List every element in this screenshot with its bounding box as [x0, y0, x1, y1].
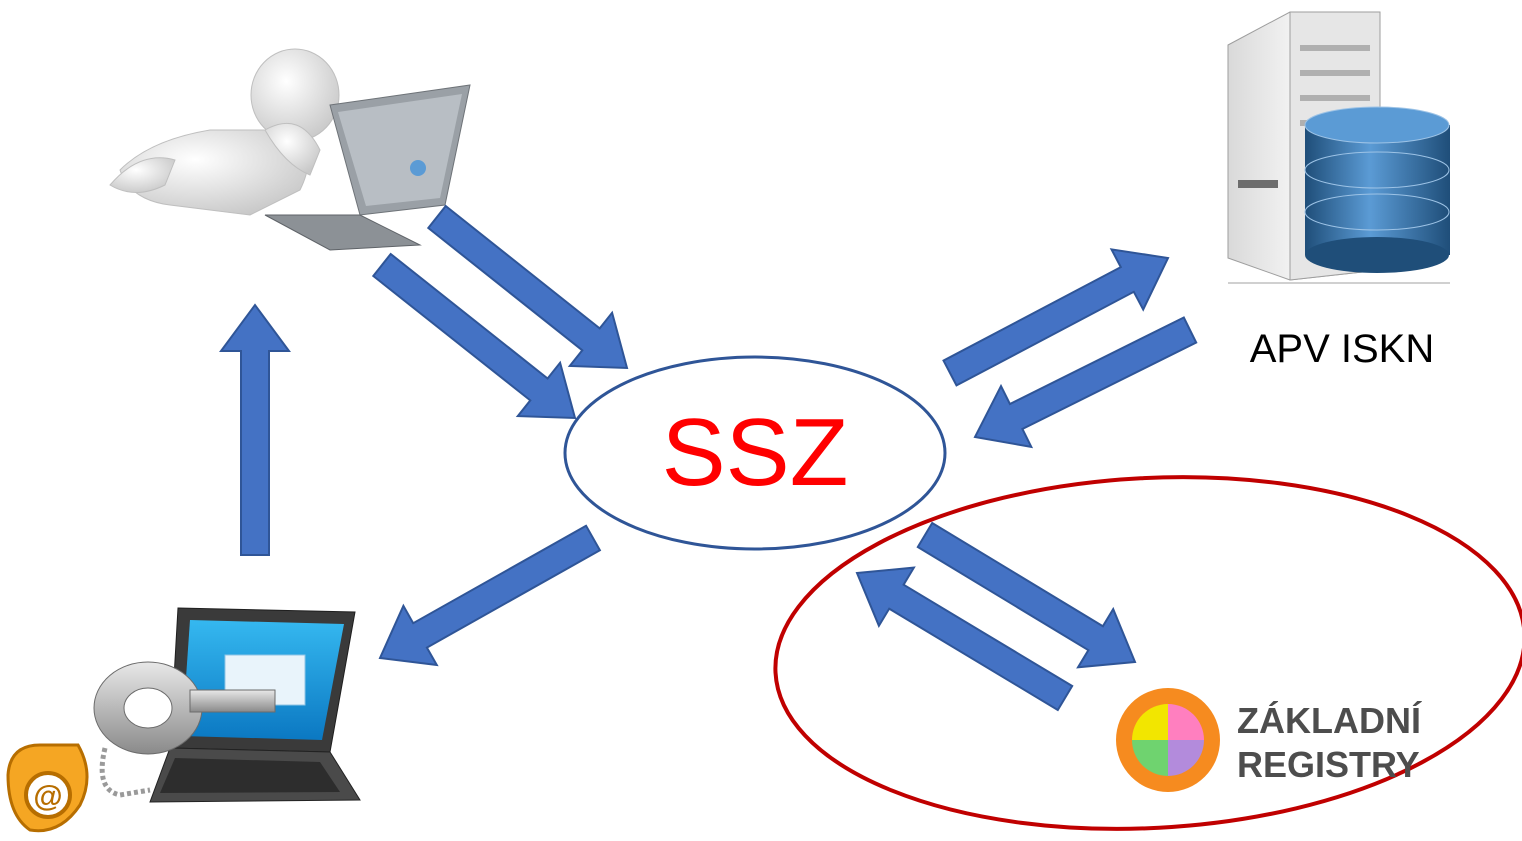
arrow-ssz-to-server	[942, 248, 1170, 387]
arrow-registry-to-ssz	[855, 566, 1074, 712]
svg-text:@: @	[33, 780, 62, 813]
server-label: APV ISKN	[1250, 327, 1435, 371]
zakladni-registry-logo-icon	[1116, 688, 1220, 792]
server-database-icon	[1227, 11, 1450, 284]
registry-logo-line2: REGISTRY	[1237, 744, 1420, 785]
arrow-mailbox-to-user	[219, 303, 291, 556]
ssz-hub-ellipse	[563, 355, 947, 551]
arrow-ssz-to-registry	[916, 521, 1137, 669]
registry-logo-line1: ZÁKLADNÍ	[1237, 700, 1422, 741]
arrow-ssz-to-mailbox	[378, 524, 602, 667]
registry-highlight-ellipse	[773, 475, 1522, 831]
person-with-laptop-icon	[109, 48, 471, 251]
arrow-user-to-ssz-upper	[426, 204, 629, 370]
data-mailbox-key-laptop-icon: @	[6, 607, 361, 833]
arrow-user-to-ssz-lower	[371, 252, 577, 420]
arrow-group	[219, 204, 1198, 712]
arrow-server-to-ssz	[973, 316, 1198, 449]
ssz-hub-label: SSZ	[662, 399, 849, 506]
